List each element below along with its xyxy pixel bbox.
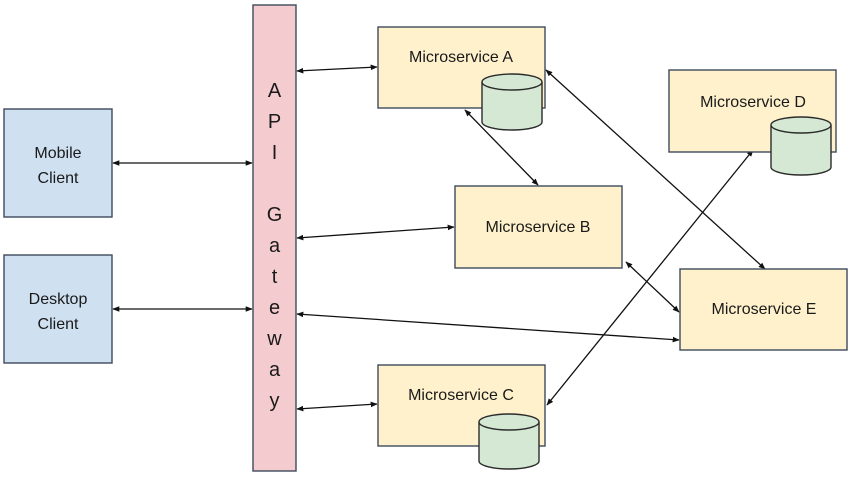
microservice-c-label: Microservice C: [408, 387, 514, 404]
microservice-d[interactable]: Microservice D: [668, 69, 837, 176]
database-icon: [478, 413, 540, 470]
microservice-b[interactable]: Microservice B: [454, 185, 623, 269]
mobile-client-label-line2: Client: [38, 170, 79, 187]
mobile-client[interactable]: Mobile Client: [3, 108, 113, 218]
edge-service-c-service-d: [546, 149, 754, 406]
microservice-e-label: Microservice E: [712, 301, 817, 318]
api-gateway-letter: I: [272, 142, 278, 164]
microservice-a-label: Microservice A: [409, 49, 513, 66]
desktop-client-label-line2: Client: [38, 316, 79, 333]
api-gateway-letter: G: [267, 204, 283, 226]
microservice-a[interactable]: Microservice A: [377, 26, 546, 131]
edge-service-b-service-e: [625, 261, 680, 313]
desktop-client-label-line1: Desktop: [29, 291, 88, 308]
api-gateway-letter: A: [268, 80, 282, 102]
microservice-e[interactable]: Microservice E: [679, 268, 848, 351]
desktop-client[interactable]: Desktop Client: [3, 254, 113, 364]
database-icon: [770, 116, 832, 176]
api-gateway-letter: t: [272, 266, 278, 288]
api-gateway-letter: w: [266, 328, 282, 350]
microservice-d-label: Microservice D: [700, 94, 806, 111]
api-gateway-letter: a: [269, 359, 281, 381]
api-gateway-letter: P: [268, 111, 281, 133]
edge-gateway-service-a: [296, 64, 378, 74]
edge-gateway-service-b: [296, 224, 455, 241]
microservice-b-label: Microservice B: [486, 219, 591, 236]
edge-service-a-service-b: [464, 109, 539, 186]
api-gateway-letter: y: [270, 390, 280, 412]
edge-gateway-service-e: [296, 311, 680, 343]
connections: [112, 64, 766, 412]
api-gateway-letter: a: [269, 235, 281, 257]
database-icon: [481, 73, 543, 131]
microservice-c[interactable]: Microservice C: [377, 364, 546, 470]
mobile-client-label-line1: Mobile: [34, 145, 81, 162]
edge-gateway-service-c: [296, 401, 378, 412]
api-gateway-letter: e: [269, 297, 280, 319]
